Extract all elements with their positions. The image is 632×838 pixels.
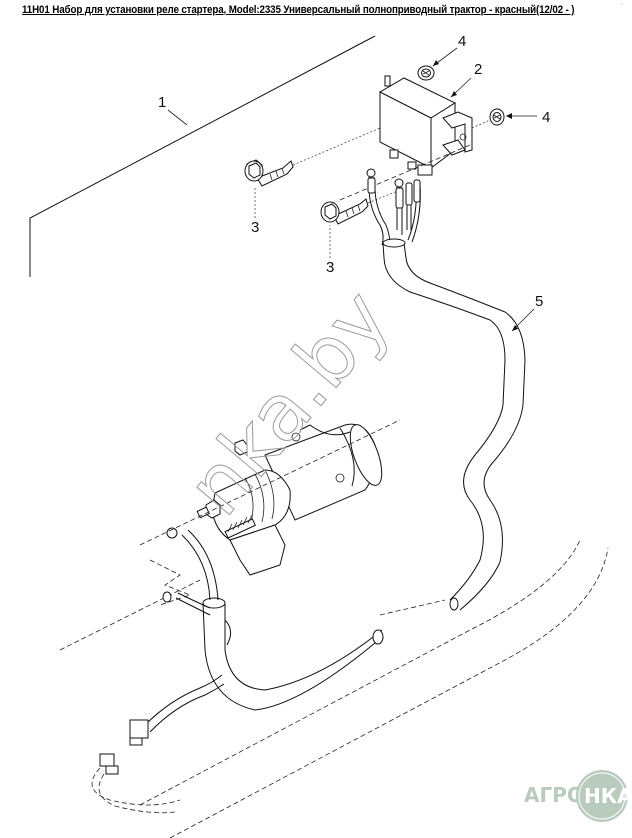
- callout-5: 5: [511, 293, 543, 332]
- callout-3a: 3: [251, 186, 259, 236]
- callout-3b: 3: [326, 225, 334, 276]
- logo-right-text: НКА: [584, 784, 632, 808]
- harness-connector-upper[interactable]: [129, 674, 225, 746]
- callout-label-4a: 4: [458, 33, 466, 50]
- callout-4a: 4: [432, 33, 466, 67]
- agro-nka-logo: АГРО НКА: [524, 770, 632, 822]
- logo-circle: [576, 770, 628, 822]
- callout-label-4b: 4: [542, 109, 550, 126]
- nut-right[interactable]: [471, 108, 505, 129]
- callout-4b: 4: [506, 109, 550, 126]
- callout-label-5: 5: [535, 293, 543, 310]
- callout-label-1: 1: [158, 94, 166, 111]
- bolt-lower[interactable]: [320, 189, 401, 225]
- dashed-frame-lines: [59, 539, 609, 838]
- corner-mark: ⁻: [620, 3, 624, 9]
- bolt-upper[interactable]: [244, 127, 381, 187]
- nut-upper[interactable]: [417, 65, 435, 81]
- starter-cable: [162, 527, 219, 616]
- relay-wires: [339, 144, 471, 246]
- starter-motor[interactable]: [139, 419, 401, 606]
- lower-conduit[interactable]: [202, 597, 384, 711]
- callout-1: 1: [158, 94, 188, 126]
- callout-label-3a: 3: [251, 219, 259, 236]
- page-title: 11H01 Набор для установки реле стартера,…: [22, 4, 575, 16]
- wiring-harness-conduit[interactable]: [382, 238, 526, 611]
- callout-2: 2: [450, 61, 482, 98]
- panel-outline: [29, 35, 376, 277]
- logo-left-text: АГРО: [524, 783, 584, 807]
- starter-relay[interactable]: [378, 75, 473, 176]
- callout-label-3b: 3: [326, 259, 334, 276]
- harness-connector-lower[interactable]: [91, 753, 181, 814]
- callout-label-2: 2: [474, 61, 482, 78]
